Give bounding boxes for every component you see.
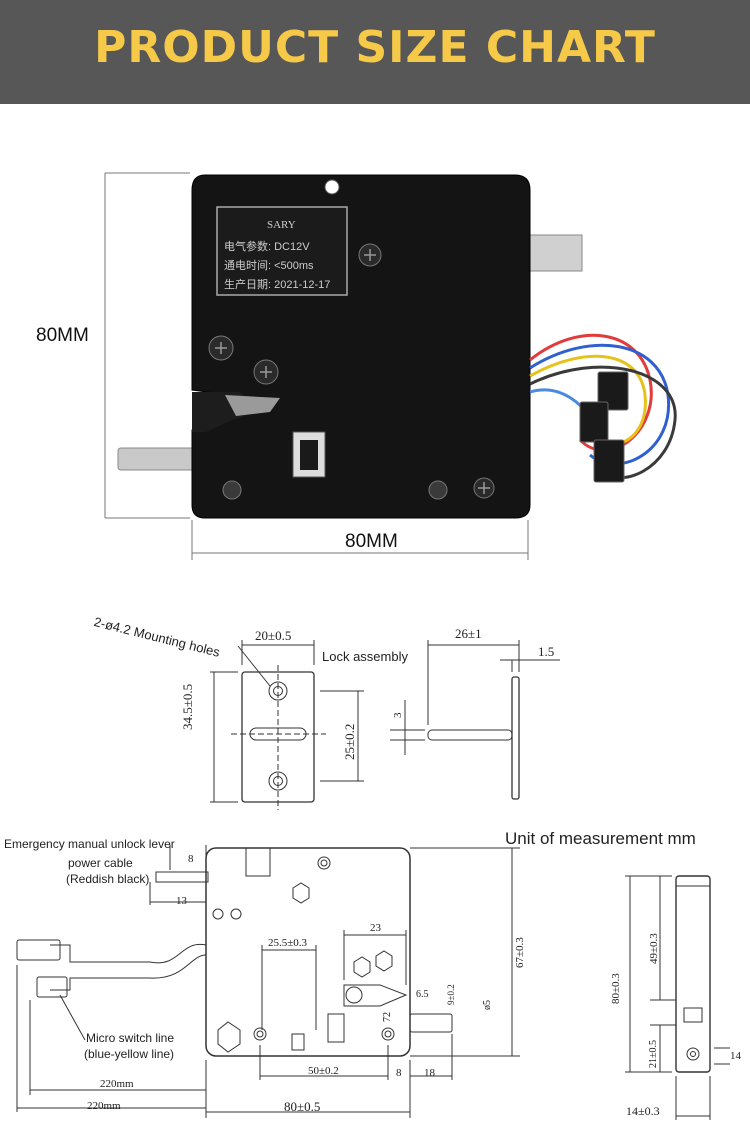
bolt-width-dim: 20±0.5 (255, 628, 292, 643)
dim-9: 9±0.2 (446, 984, 456, 1005)
dim-8-bottom: 8 (396, 1067, 402, 1079)
photo-height-label: 80MM (36, 325, 89, 346)
dim-25-5: 25.5±0.3 (268, 937, 308, 949)
header-banner: PRODUCT SIZE CHART (0, 0, 750, 104)
side-dim-14: 14 (730, 1050, 741, 1062)
dim-5: ø5 (482, 1000, 493, 1010)
photo-width-label: 80MM (345, 531, 398, 552)
bolt-height-dim: 34.5±0.5 (180, 683, 195, 730)
dim-67: 67±0.3 (514, 937, 526, 968)
side-dim-49: 49±0.3 (648, 933, 660, 964)
side-dim-21: 21±0.5 (648, 1040, 659, 1068)
hole-spacing-dim: 25±0.2 (342, 723, 357, 760)
plate-thick-dim: 1.5 (538, 644, 555, 659)
unit-label: Unit of measurement mm (505, 829, 696, 848)
side-dim-80: 80±0.3 (610, 973, 622, 1004)
plate-line-3: 通电时间: <500ms (224, 260, 314, 272)
dim-220a: 220mm (100, 1078, 134, 1090)
micro-switch-label: Micro switch line (86, 1031, 175, 1045)
side-dim-14-bottom: 14±0.3 (626, 1104, 660, 1118)
power-cable-label: power cable (68, 856, 133, 870)
dim-13: 13 (176, 895, 187, 907)
side-length-dim: 26±1 (455, 626, 482, 641)
dim-80-front: 80±0.5 (284, 1099, 321, 1114)
dim-23: 23 (370, 922, 381, 934)
dim-50: 50±0.2 (308, 1065, 339, 1077)
dim-72: 72 (382, 1012, 393, 1022)
dim-6-5: 6.5 (416, 989, 429, 1000)
power-cable-sub: (Reddish black) (66, 872, 150, 886)
plate-line-2: 电气参数: DC12V (224, 241, 310, 253)
micro-switch-sub: (blue-yellow line) (84, 1047, 175, 1061)
dim-8-top: 8 (188, 853, 194, 865)
dim-18: 18 (424, 1067, 435, 1079)
page-title: PRODUCT SIZE CHART (94, 22, 656, 73)
lock-assembly-label: Lock assembly (322, 649, 408, 664)
dim-220b: 220mm (87, 1100, 121, 1112)
plate-line-4: 生产日期: 2021-12-17 (224, 279, 331, 291)
plate-line-1: SARY (267, 219, 296, 231)
pin-dia-dim: 3 (392, 712, 404, 719)
emergency-lever-label: Emergency manual unlock lever (4, 837, 175, 851)
